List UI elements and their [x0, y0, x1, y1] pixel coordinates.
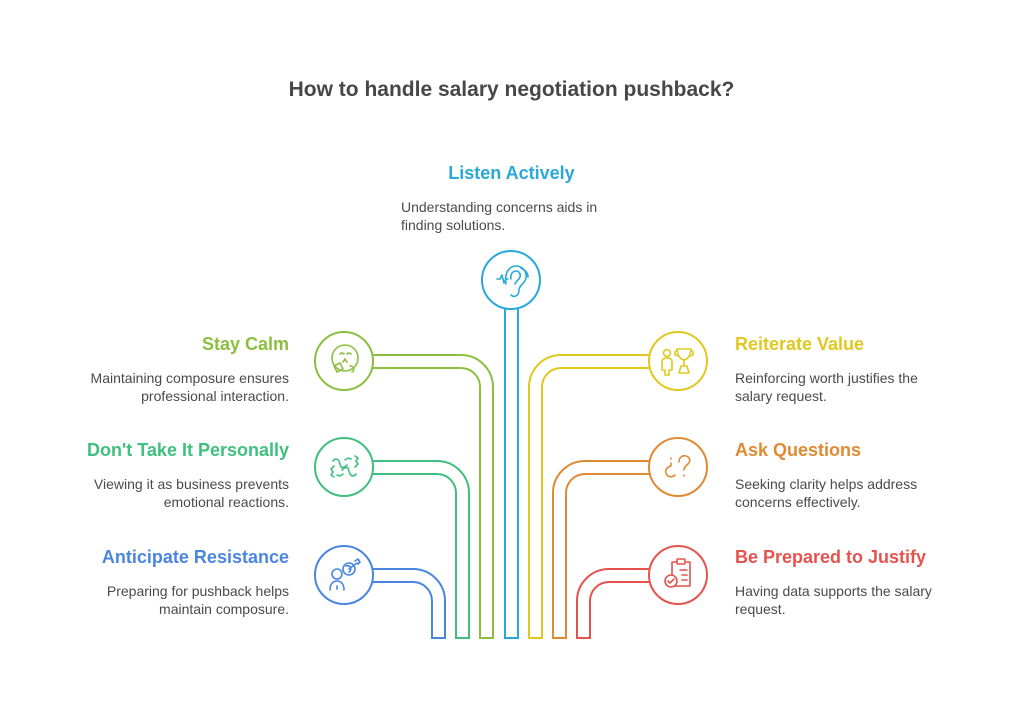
desc-line: Preparing for pushback helps	[106, 583, 289, 599]
node-title: Anticipate Resistance	[101, 547, 289, 567]
desc-line: Seeking clarity helps address	[735, 476, 918, 492]
clipboard-check-icon	[664, 558, 691, 588]
desc-line: request.	[735, 601, 786, 617]
pipe-reiterate	[528, 354, 649, 639]
node-circle-questions	[648, 437, 708, 497]
desc-line: Reinforcing worth justifies the	[735, 370, 918, 386]
page-title: How to handle salary negotiation pushbac…	[288, 78, 735, 101]
desc-line: emotional reactions.	[163, 494, 289, 510]
ear-icon	[496, 265, 529, 298]
node-title: Reiterate Value	[735, 334, 865, 354]
desc-line: concerns effectively.	[735, 494, 861, 510]
node-description: Preparing for pushback helps maintain co…	[59, 582, 289, 618]
pipe-calm	[373, 354, 494, 639]
desc-line: Understanding concerns aids in	[401, 199, 598, 215]
node-circle-justify	[648, 545, 708, 605]
node-description: Viewing it as business prevents emotiona…	[59, 475, 289, 511]
node-title: Be Prepared to Justify	[735, 547, 927, 567]
node-title: Ask Questions	[735, 440, 862, 460]
handshake-icon	[330, 455, 359, 478]
desc-line: maintain composure.	[159, 601, 289, 617]
desc-line: Having data supports the salary	[735, 583, 932, 599]
pipe-listen	[504, 309, 519, 639]
person-target-icon	[329, 558, 361, 591]
desc-line: professional interaction.	[141, 388, 289, 404]
question-marks-icon	[664, 454, 691, 478]
desc-line: Viewing it as business prevents	[93, 476, 289, 492]
node-circle-reiterate	[648, 331, 708, 391]
desc-line: finding solutions.	[401, 217, 506, 233]
node-description: Having data supports the salary request.	[735, 582, 965, 618]
node-title: Don't Take It Personally	[87, 440, 289, 460]
pipe-justify	[576, 568, 649, 639]
node-circle-anticipate	[314, 545, 374, 605]
node-circle-listen	[481, 250, 541, 310]
calm-person-reading-icon	[331, 344, 359, 373]
pipe-personal	[373, 460, 470, 639]
node-description: Maintaining composure ensures profession…	[59, 369, 289, 405]
desc-line: salary request.	[735, 388, 827, 404]
pipe-questions	[552, 460, 649, 639]
desc-line: Maintaining composure ensures	[90, 370, 289, 386]
node-description: Reinforcing worth justifies the salary r…	[735, 369, 965, 405]
node-title: Listen Actively	[448, 163, 575, 183]
node-title: Stay Calm	[201, 334, 289, 354]
pipe-anticipate	[373, 568, 446, 639]
person-trophy-icon	[661, 348, 695, 376]
node-description: Understanding concerns aids in finding s…	[401, 198, 641, 234]
node-description: Seeking clarity helps address concerns e…	[735, 475, 965, 511]
